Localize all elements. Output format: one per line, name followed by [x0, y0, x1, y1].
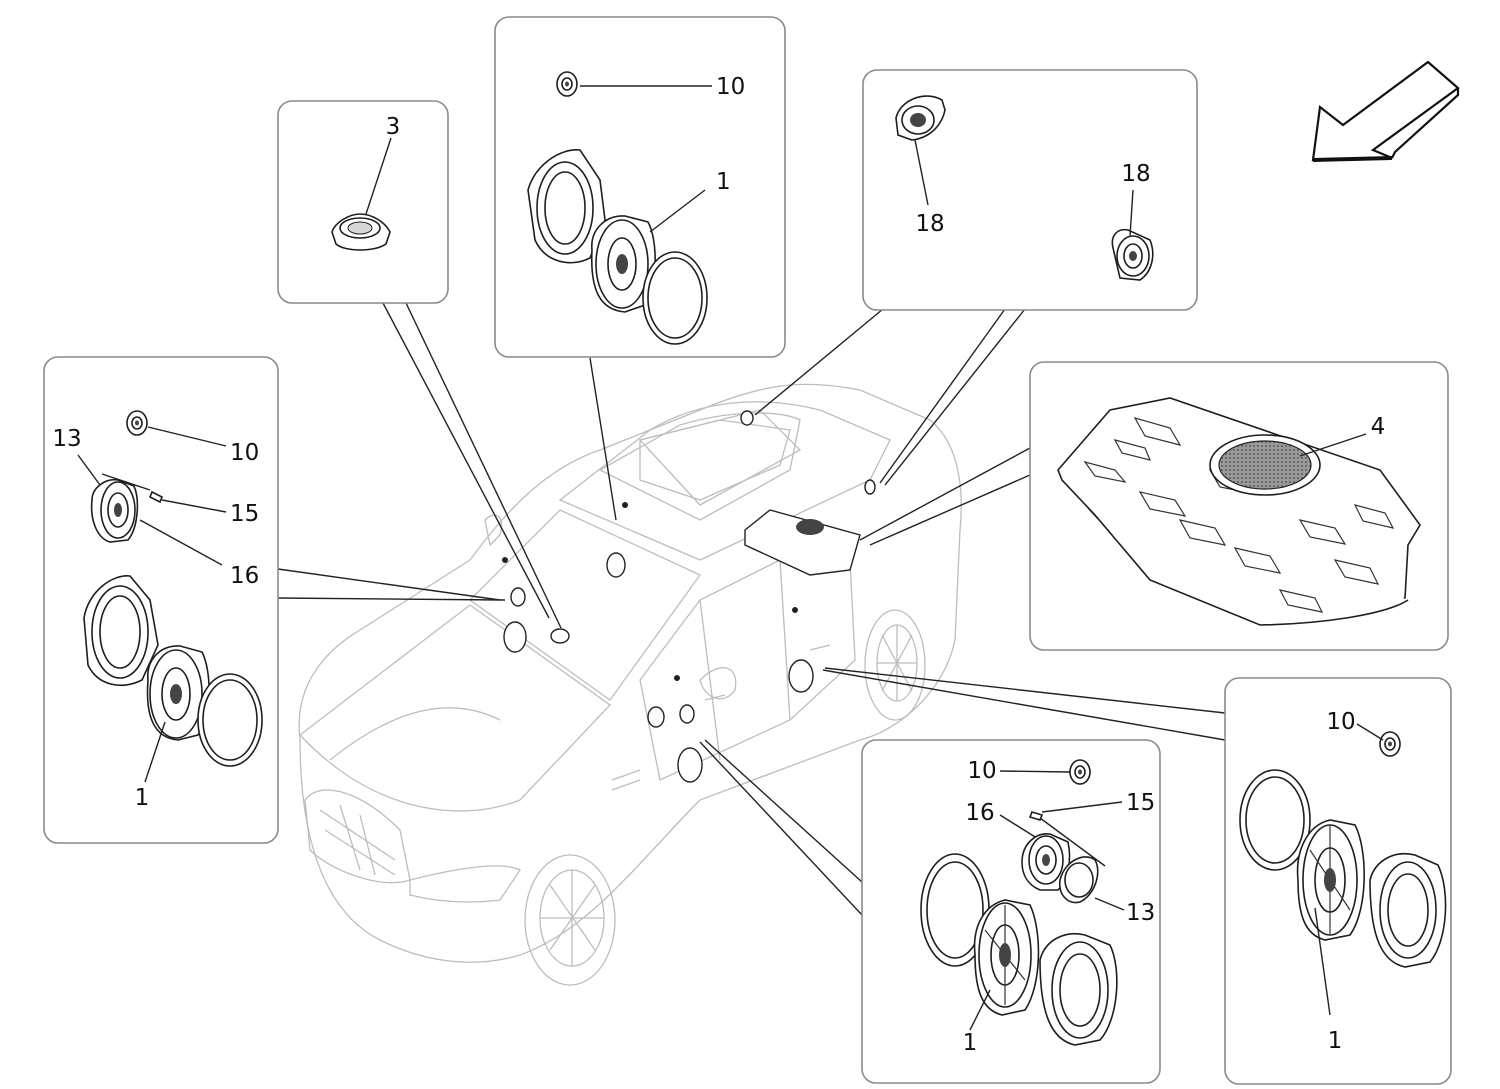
callout-3: 3: [386, 114, 401, 140]
callout-1: 1: [716, 169, 731, 195]
direction-arrow-icon: [1311, 60, 1460, 162]
detail-box-front-door-upper: 10 1: [494, 16, 786, 358]
callout-10-e: 10: [230, 440, 259, 466]
detail-box-tweeter: 3: [277, 100, 449, 304]
detail-box-rear-pillar: 18 18: [862, 69, 1198, 311]
car-speaker-markers: [502, 410, 876, 783]
detail-box-rear-door-left: 10 15 16 13 1: [861, 739, 1161, 1084]
detail-box-front-door-left: 10 13 15 16 1: [43, 356, 279, 844]
callout-15-f: 15: [1126, 790, 1155, 816]
callout-10-g: 10: [1326, 709, 1355, 735]
vehicle-outline: [298, 383, 962, 986]
callout-18-right: 18: [1121, 161, 1150, 187]
detail-box-subwoofer: 4: [1029, 361, 1449, 651]
callout-10-f: 10: [967, 758, 996, 784]
callout-10: 10: [716, 74, 745, 100]
callout-1-g: 1: [1328, 1028, 1343, 1054]
callout-13-e: 13: [52, 426, 81, 452]
callout-15-e: 15: [230, 501, 259, 527]
callout-16-f: 16: [965, 800, 994, 826]
callout-13-f: 13: [1126, 900, 1155, 926]
callout-1-f: 1: [963, 1030, 978, 1056]
leader-lines: [277, 302, 1226, 916]
callout-18-left: 18: [915, 211, 944, 237]
callout-1-e: 1: [135, 785, 150, 811]
callout-16-e: 16: [230, 563, 259, 589]
detail-box-rear-door-right: 10 1: [1224, 677, 1452, 1085]
callout-4: 4: [1371, 414, 1386, 440]
